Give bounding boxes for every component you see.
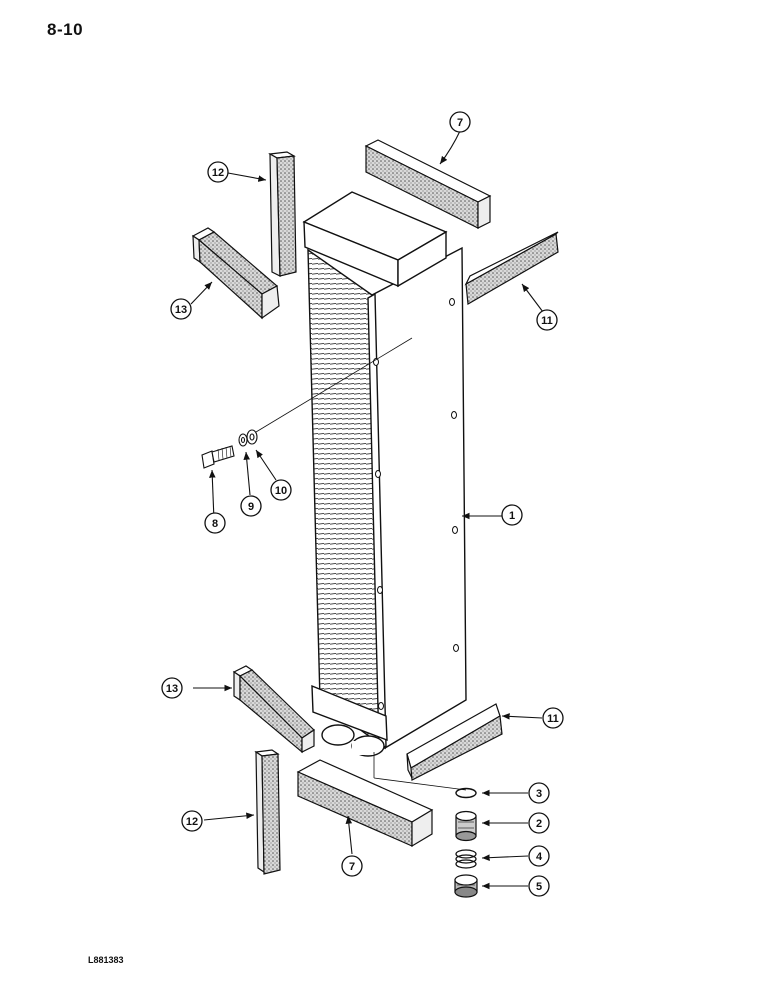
svg-text:13: 13 — [166, 683, 178, 695]
washer — [238, 433, 248, 447]
seal-top — [364, 139, 492, 229]
callout-7-top: 7 — [449, 111, 471, 133]
seal-right-bottom — [406, 703, 503, 781]
callout-1: 1 — [501, 504, 523, 526]
callout-2: 2 — [528, 812, 550, 834]
seal-bottom — [296, 759, 434, 848]
spring — [455, 849, 477, 869]
page-number: 8-10 — [47, 20, 84, 39]
callout-13-top: 13 — [170, 298, 192, 320]
nut — [246, 429, 258, 445]
callout-12-bottom: 12 — [181, 810, 203, 832]
callout-11-bottom: 11 — [542, 707, 564, 729]
callout-3: 3 — [528, 782, 550, 804]
callout-13-bottom: 13 — [161, 677, 183, 699]
svg-text:13: 13 — [175, 304, 187, 316]
callouts: 7 12 13 11 10 9 8 1 13 11 3 12 2 4 7 5 — [161, 111, 564, 897]
callout-12-top: 12 — [207, 161, 229, 183]
angle-seal-bottom — [232, 665, 315, 754]
seal-right-top — [464, 231, 559, 305]
svg-text:12: 12 — [212, 167, 224, 179]
svg-text:12: 12 — [186, 816, 198, 828]
svg-text:11: 11 — [541, 315, 553, 327]
svg-text:7: 7 — [457, 117, 463, 129]
angle-seal-top — [191, 227, 280, 320]
svg-text:11: 11 — [547, 713, 559, 725]
callout-4: 4 — [528, 845, 550, 867]
callout-10: 10 — [270, 479, 292, 501]
callout-5: 5 — [528, 875, 550, 897]
seal-left-bottom — [254, 749, 281, 875]
plug — [454, 874, 478, 898]
svg-text:3: 3 — [536, 788, 542, 800]
svg-text:1: 1 — [509, 510, 515, 522]
callout-9: 9 — [240, 495, 262, 517]
drawing-code: L881383 — [88, 955, 124, 965]
callout-8: 8 — [204, 512, 226, 534]
snap-ring — [455, 787, 477, 799]
callout-7-bottom: 7 — [341, 855, 363, 877]
svg-text:5: 5 — [536, 881, 542, 893]
assembly-line — [373, 777, 467, 791]
fitting — [455, 810, 477, 842]
bolt — [201, 445, 235, 469]
oil-cooler — [302, 191, 467, 757]
svg-text:2: 2 — [536, 818, 542, 830]
seal-left-top — [268, 151, 297, 277]
svg-text:7: 7 — [349, 861, 355, 873]
svg-text:9: 9 — [248, 501, 254, 513]
svg-text:4: 4 — [536, 851, 543, 863]
assembly-line — [255, 337, 413, 433]
svg-text:8: 8 — [212, 518, 218, 530]
callout-11-top: 11 — [536, 309, 558, 331]
svg-text:10: 10 — [275, 485, 287, 497]
